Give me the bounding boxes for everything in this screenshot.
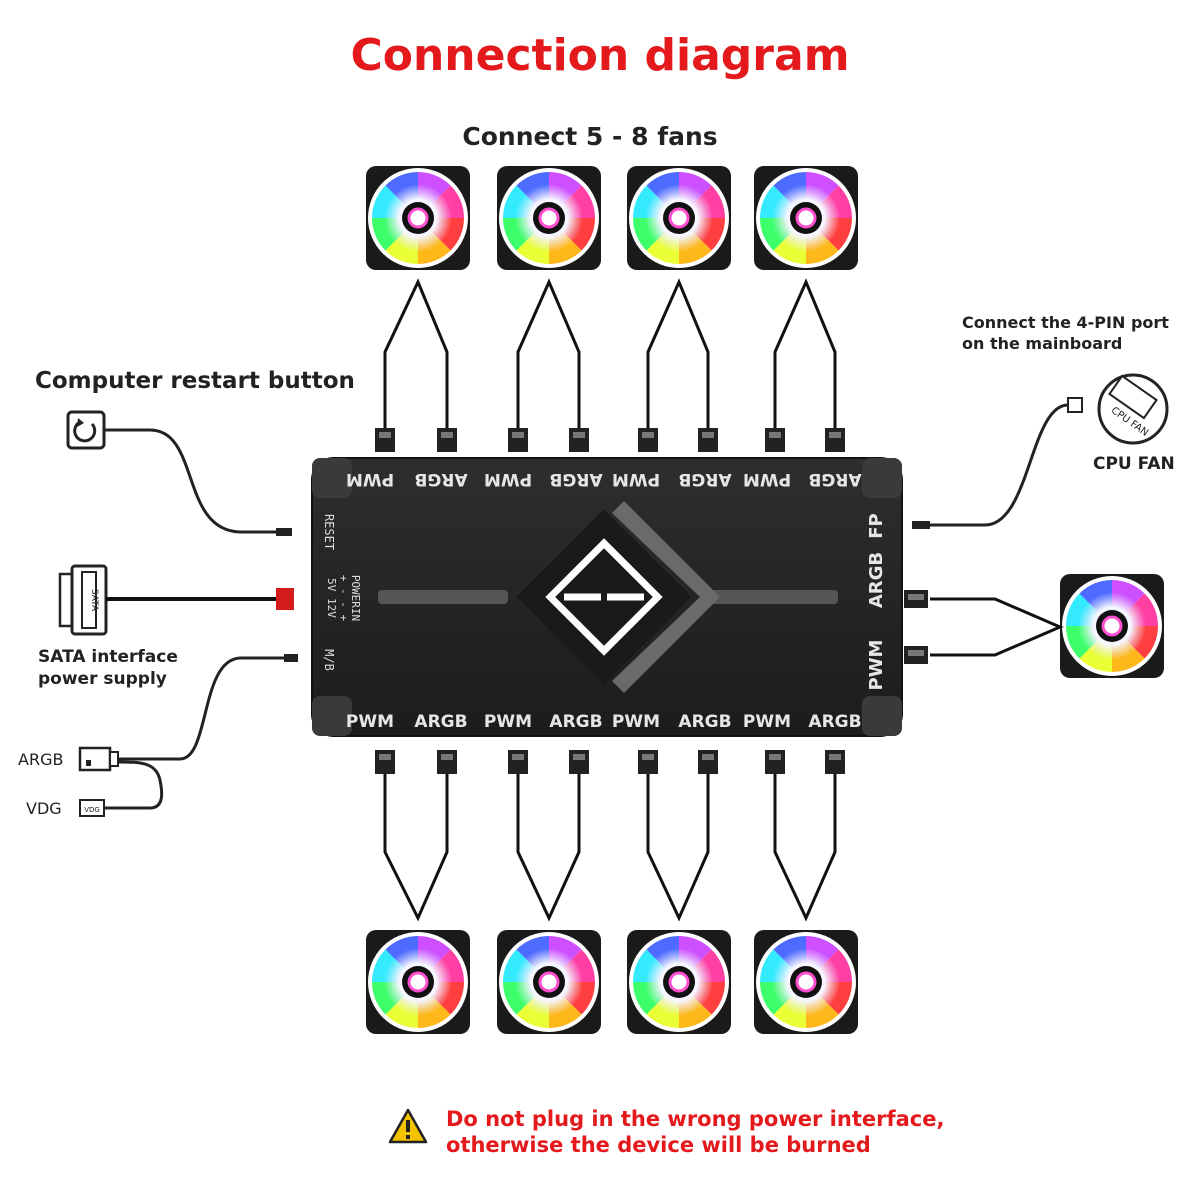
hub-bottom-port-label: ARGB bbox=[549, 712, 602, 732]
hub-powerin-label: POWERIN bbox=[349, 575, 362, 621]
cable-top-4 bbox=[773, 278, 837, 430]
connector-top-pwm-3 bbox=[638, 428, 658, 452]
hub-top-port-label: PWM bbox=[612, 469, 660, 489]
fan-bottom-4 bbox=[754, 930, 858, 1034]
vdg-tag: VDG bbox=[84, 806, 100, 814]
connector-bottom-pwm-3 bbox=[638, 750, 658, 774]
sata-power-label: SATA interface power supply bbox=[38, 647, 178, 689]
connector-top-argb-3 bbox=[698, 428, 718, 452]
connector-top-pwm-4 bbox=[765, 428, 785, 452]
cpu-fan-header: CPU FAN bbox=[912, 373, 1169, 529]
cable-bottom-4 bbox=[773, 772, 837, 922]
hub-powerin-label: + - - + bbox=[337, 575, 350, 622]
sata-tag: SATA bbox=[89, 589, 99, 612]
fan-top-3 bbox=[627, 166, 731, 270]
hub-top-port-label: PWM bbox=[484, 469, 532, 489]
connector-bottom-pwm-2 bbox=[508, 750, 528, 774]
fan-top-1 bbox=[366, 166, 470, 270]
cable-right-fan bbox=[930, 597, 1064, 657]
connector-bottom-pwm-1 bbox=[375, 750, 395, 774]
warning-text: Do not plug in the wrong power interface… bbox=[446, 1107, 945, 1157]
hub-top-port-label: ARGB bbox=[808, 469, 861, 489]
connector-top-argb-1 bbox=[437, 428, 457, 452]
hub-powerin-label: 5V 12V bbox=[325, 578, 338, 618]
diagram-title: Connection diagram bbox=[350, 30, 850, 81]
fan-bottom-2 bbox=[497, 930, 601, 1034]
cable-top-2 bbox=[516, 278, 581, 430]
hub-controller bbox=[311, 457, 903, 737]
connector-top-argb-4 bbox=[825, 428, 845, 452]
mainboard-port-label: Connect the 4-PIN port on the mainboard bbox=[962, 313, 1169, 353]
connector-bottom-argb-2 bbox=[569, 750, 589, 774]
cable-bottom-1 bbox=[383, 772, 449, 922]
hub-logo bbox=[516, 509, 692, 685]
hub-bottom-port-label: ARGB bbox=[414, 712, 467, 732]
hub-labels: PWM ARGB PWM ARGB PWM ARGB PWM ARGB PWM ARGB PWM AR… bbox=[322, 469, 887, 732]
vdg-label: VDG bbox=[26, 799, 62, 818]
connector-bottom-pwm-4 bbox=[765, 750, 785, 774]
fans-subtitle: Connect 5 - 8 fans bbox=[462, 122, 718, 151]
connector-top-argb-2 bbox=[569, 428, 589, 452]
fan-bottom-1 bbox=[366, 930, 470, 1034]
cable-bottom-2 bbox=[516, 772, 581, 922]
fans bbox=[366, 166, 1164, 1034]
hub-top-port-label: PWM bbox=[743, 469, 791, 489]
connector-bottom-argb-1 bbox=[437, 750, 457, 774]
hub-bottom-port-label: PWM bbox=[484, 712, 532, 732]
cable-top-3 bbox=[646, 278, 710, 430]
hub-top-port-label: ARGB bbox=[414, 469, 467, 489]
hub-bottom-port-label: PWM bbox=[743, 712, 791, 732]
fan-top-2 bbox=[497, 166, 601, 270]
restart-button-device bbox=[66, 410, 292, 536]
hub-reset-label: RESET bbox=[322, 514, 336, 550]
fan-top-4 bbox=[754, 166, 858, 270]
hub-bottom-port-label: PWM bbox=[612, 712, 660, 732]
connector-bottom-argb-4 bbox=[825, 750, 845, 774]
fan-right bbox=[1060, 574, 1164, 678]
restart-button-label: Computer restart button bbox=[35, 368, 355, 394]
argb-vdg-device: VDG bbox=[78, 654, 298, 817]
sata-power-device: SATA bbox=[58, 564, 294, 636]
hub-bottom-port-label: PWM bbox=[346, 712, 394, 732]
connector-top-pwm-2 bbox=[508, 428, 528, 452]
cables bbox=[375, 278, 1064, 922]
connector-top-pwm-1 bbox=[375, 428, 395, 452]
cable-bottom-3 bbox=[646, 772, 710, 922]
hub-top-port-label: ARGB bbox=[678, 469, 731, 489]
fan-bottom-3 bbox=[627, 930, 731, 1034]
hub-right-port-label: ARGB bbox=[866, 552, 887, 608]
hub-right-port-label: PWM bbox=[866, 640, 887, 691]
cpu-fan-label: CPU FAN bbox=[1093, 454, 1175, 474]
hub-bottom-port-label: ARGB bbox=[678, 712, 731, 732]
hub-right-port-label: FP bbox=[866, 513, 887, 539]
hub-bottom-port-label: ARGB bbox=[808, 712, 861, 732]
hub-mb-label: M/B bbox=[322, 649, 336, 671]
argb-label: ARGB bbox=[18, 750, 64, 769]
cable-top-1 bbox=[383, 278, 449, 430]
hub-top-port-label: ARGB bbox=[549, 469, 602, 489]
hub-top-port-label: PWM bbox=[346, 469, 394, 489]
connector-bottom-argb-3 bbox=[698, 750, 718, 774]
warning-icon bbox=[388, 1108, 428, 1144]
